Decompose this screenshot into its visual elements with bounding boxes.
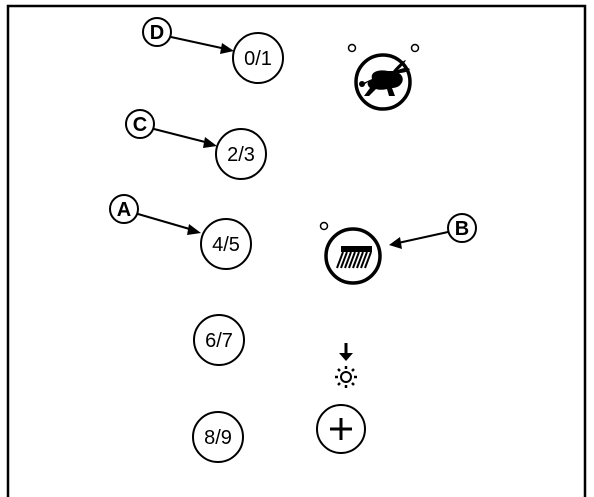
callout-c-label: C xyxy=(133,114,147,136)
callout-a: A xyxy=(109,194,201,235)
callout-b: B xyxy=(389,213,477,249)
callout-a-arrow xyxy=(137,213,194,231)
indicator-led xyxy=(347,43,357,53)
button-0-1[interactable]: 0/1 xyxy=(232,32,284,84)
callout-d-arrow xyxy=(170,36,227,50)
callout-c-arrow xyxy=(153,128,210,144)
panel-frame xyxy=(6,4,587,497)
button-2-3-label: 2/3 xyxy=(227,144,255,166)
callout-d: D xyxy=(142,17,234,54)
arrow-down-sun-icon xyxy=(335,343,357,388)
callout-c: C xyxy=(125,109,217,148)
brush-icon xyxy=(336,246,372,269)
brush-button[interactable] xyxy=(319,221,382,285)
button-8-9-label: 8/9 xyxy=(204,427,232,449)
callout-a-label: A xyxy=(117,199,131,221)
indicator-led xyxy=(410,43,420,53)
button-0-1-label: 0/1 xyxy=(244,48,272,70)
button-4-5[interactable]: 4/5 xyxy=(200,218,252,270)
button-4-5-label: 4/5 xyxy=(212,234,240,256)
button-8-9[interactable]: 8/9 xyxy=(192,411,244,463)
button-6-7[interactable]: 6/7 xyxy=(193,314,245,366)
indicator-led xyxy=(319,221,329,231)
plus-button[interactable] xyxy=(316,404,366,454)
button-6-7-label: 6/7 xyxy=(205,330,233,352)
callout-d-label: D xyxy=(150,22,164,44)
plus-icon xyxy=(330,418,352,440)
callout-b-label: B xyxy=(455,218,469,240)
rabbit-icon xyxy=(359,60,410,96)
button-2-3[interactable]: 2/3 xyxy=(215,128,267,180)
callout-b-arrow xyxy=(397,231,449,244)
rabbit-button[interactable] xyxy=(347,43,420,111)
